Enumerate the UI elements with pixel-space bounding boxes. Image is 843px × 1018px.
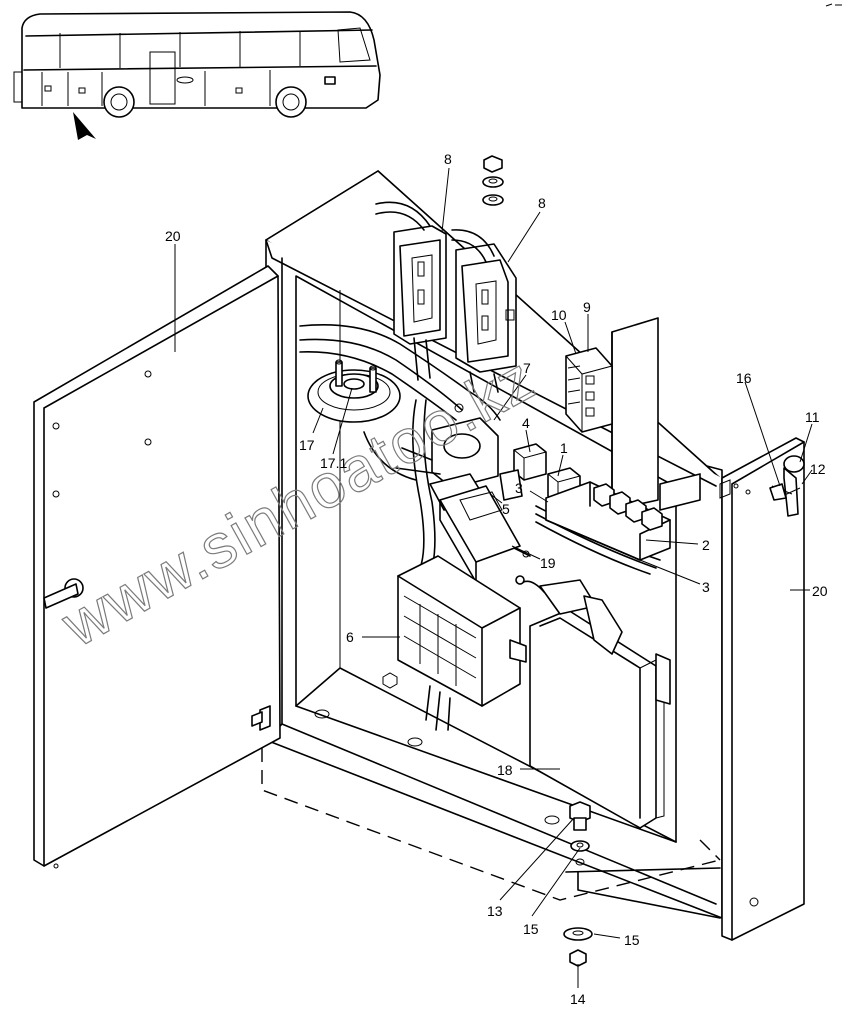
- callout-7: 7: [523, 360, 531, 376]
- callout-14: 14: [570, 991, 586, 1007]
- callout-20a: 20: [165, 228, 181, 244]
- left-door: [33, 265, 281, 869]
- callout-17-1: 17.1: [320, 455, 347, 471]
- relay-5: [499, 469, 523, 501]
- buzzer-17: [307, 359, 401, 423]
- callout-3a: 3: [515, 480, 523, 496]
- callout-15a: 15: [523, 921, 539, 937]
- callout-20b: 20: [812, 583, 828, 599]
- callout-13: 13: [487, 903, 503, 919]
- callout-18: 18: [497, 762, 513, 778]
- control-module-8-left: [375, 201, 447, 345]
- control-module-8-right: [451, 229, 517, 373]
- right-door: [719, 437, 805, 941]
- callout-6: 6: [346, 629, 354, 645]
- hardware-bottom-bolt-nut-washer: [563, 801, 593, 967]
- bus-locator-illustration: [13, 11, 381, 140]
- lock-assembly: [769, 455, 805, 517]
- connector-block-19: [439, 485, 531, 583]
- door-handle[interactable]: [43, 578, 84, 609]
- callout-15b: 15: [624, 932, 640, 948]
- callout-8a: 8: [444, 151, 452, 167]
- callout-3b: 3: [702, 579, 710, 595]
- callout-17: 17: [299, 437, 315, 453]
- corner-mark-icon: [825, 3, 842, 7]
- callout-12: 12: [810, 461, 826, 477]
- callout-19: 19: [540, 555, 556, 571]
- callout-10: 10: [551, 307, 567, 323]
- callout-11: 11: [805, 409, 820, 425]
- leader-lines: [174, 167, 813, 988]
- callout-4: 4: [522, 415, 530, 431]
- cabinet-outline-dashed: [261, 748, 721, 901]
- callout-16: 16: [736, 370, 752, 386]
- fuse-block-9-10: [565, 347, 613, 433]
- callout-labels: 8 8 20 20 10 9 7 4 1 3 5 2 3 19 17 17.1 …: [165, 151, 828, 1007]
- callout-8b: 8: [538, 195, 546, 211]
- relay-strip-2: [545, 481, 671, 561]
- control-unit-18: [515, 575, 671, 829]
- hardware-top-nut-washer: [482, 155, 504, 206]
- control-unit-6: [397, 555, 527, 731]
- callout-1: 1: [560, 440, 568, 456]
- callout-2: 2: [702, 537, 710, 553]
- callout-5: 5: [502, 501, 510, 517]
- callout-9: 9: [583, 299, 591, 315]
- location-arrow-icon: [73, 112, 96, 140]
